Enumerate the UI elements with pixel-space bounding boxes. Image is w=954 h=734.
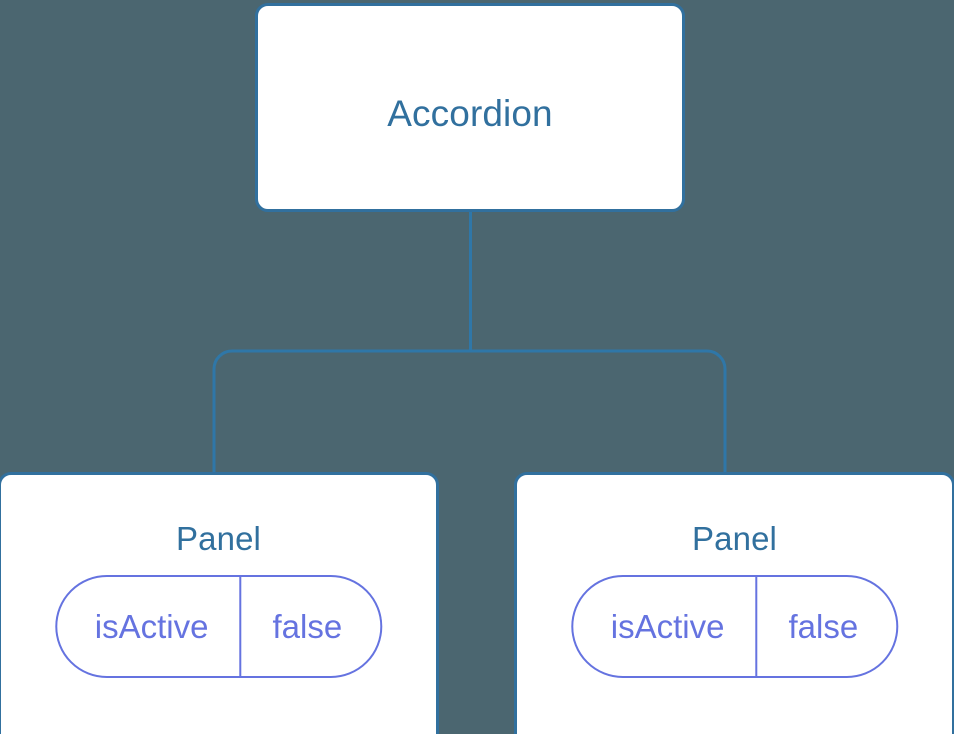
node-title-panel: Panel [692,520,777,557]
prop-badge-isactive[interactable]: isActive false [570,575,899,678]
prop-badge-isactive[interactable]: isActive false [54,575,383,678]
connector-branch-right [470,349,727,475]
prop-key: isActive [610,608,725,645]
node-title-panel: Panel [176,520,261,557]
prop-value: false [239,577,380,676]
tree-node-panel[interactable]: Panel isActive false [514,472,954,734]
prop-key: isActive [94,608,209,645]
connector-branch-left [212,349,471,475]
tree-node-accordion[interactable]: Accordion [255,3,685,212]
prop-value: false [755,577,896,676]
tree-node-panel[interactable]: Panel isActive false [0,472,439,734]
node-title-accordion: Accordion [387,93,553,134]
